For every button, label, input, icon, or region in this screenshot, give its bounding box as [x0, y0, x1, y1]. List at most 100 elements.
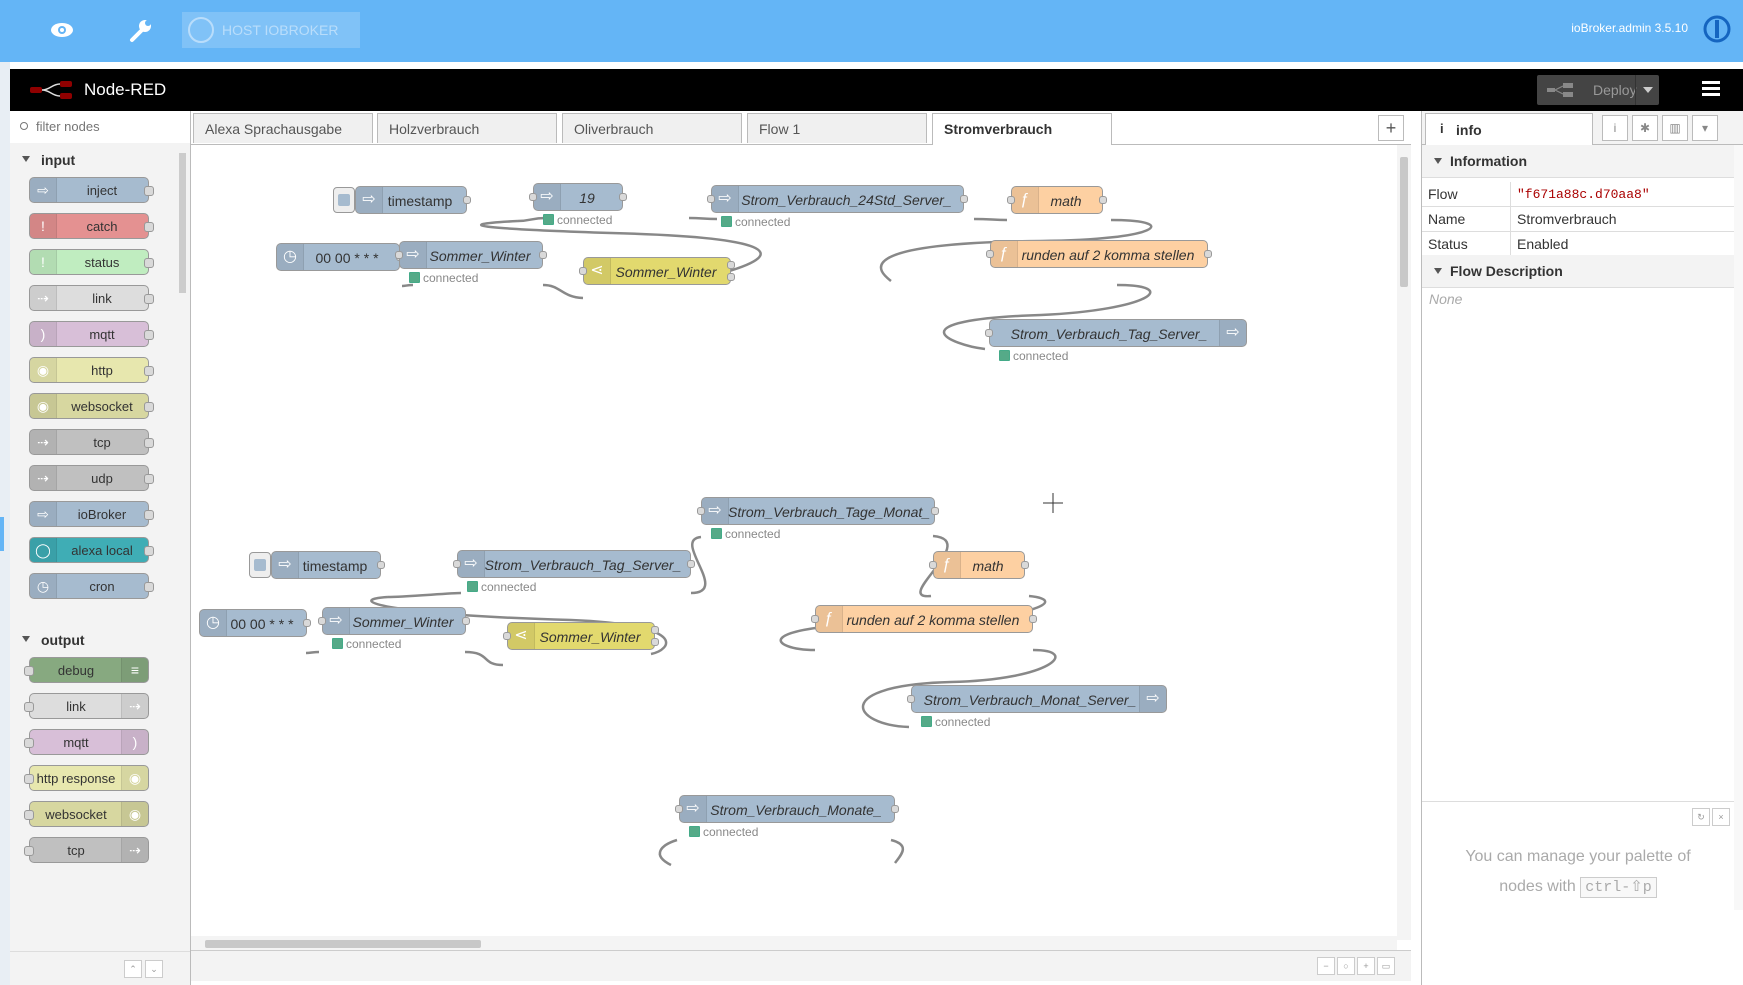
inject-trigger-button[interactable] — [333, 187, 355, 213]
palette-node-link[interactable]: ⇢link — [29, 285, 154, 311]
info-tab-icon[interactable]: i — [1602, 115, 1628, 141]
close-icon[interactable]: × — [1712, 808, 1730, 826]
output-port[interactable] — [1099, 196, 1107, 204]
dashboard-chart-icon[interactable]: ▥ — [1662, 115, 1688, 141]
navigator-icon[interactable]: ▭ — [1377, 957, 1395, 975]
output-port[interactable] — [891, 805, 899, 813]
input-port[interactable] — [529, 193, 537, 201]
iobroker-logo-icon[interactable] — [1702, 14, 1732, 44]
add-tab-icon[interactable]: + — [1378, 115, 1404, 141]
input-port[interactable] — [675, 805, 683, 813]
input-port[interactable] — [579, 267, 587, 275]
output-port[interactable] — [462, 617, 470, 625]
output-port[interactable] — [1204, 250, 1212, 258]
palette-node-debug[interactable]: ≡debug — [24, 657, 149, 683]
flow-node-inject[interactable]: ⇨timestamp — [355, 186, 471, 214]
palette-node-inject[interactable]: ⇨inject — [29, 177, 154, 203]
flow-node-cron[interactable]: ◷00 00 * * * — [276, 243, 404, 271]
flow-node-inject[interactable]: ⇨timestamp — [271, 551, 385, 579]
palette-node-tcp[interactable]: ⇢tcp — [24, 837, 149, 863]
flow-node-switch[interactable]: ⋖Sommer_Winter — [503, 622, 659, 650]
filter-nodes-input[interactable] — [34, 118, 178, 135]
input-port[interactable] — [985, 329, 993, 337]
palette-node-iobroker[interactable]: ⇨ioBroker — [29, 501, 154, 527]
output-port[interactable] — [687, 560, 695, 568]
expand-all-icon[interactable]: ⌄ — [145, 960, 163, 978]
output-port[interactable] — [377, 561, 385, 569]
output-port[interactable] — [539, 251, 547, 259]
input-port[interactable] — [929, 561, 937, 569]
wrench-icon[interactable] — [120, 12, 160, 48]
input-port[interactable] — [811, 615, 819, 623]
eye-icon[interactable] — [42, 12, 82, 48]
tab-holzverbrauch[interactable]: Holzverbrauch — [377, 113, 557, 143]
palette-node-catch[interactable]: !catch — [29, 213, 154, 239]
flow-node-iob-in[interactable]: ⇨Strom_Verbrauch_Monate_ — [675, 795, 899, 823]
host-button[interactable]: HOST IOBROKER — [182, 12, 360, 48]
output-port[interactable] — [960, 195, 968, 203]
input-port[interactable] — [707, 195, 715, 203]
palette-node-mqtt[interactable]: )mqtt — [24, 729, 149, 755]
input-port[interactable] — [697, 507, 705, 515]
output-port[interactable] — [931, 507, 939, 515]
palette-node-tcp[interactable]: ⇢tcp — [29, 429, 154, 455]
zoom-reset-icon[interactable]: ○ — [1337, 957, 1355, 975]
tab-alexa-sprachausgabe[interactable]: Alexa Sprachausgabe — [193, 113, 373, 143]
flow-node-iob-in[interactable]: ⇨19 — [529, 183, 627, 211]
flow-node-iob-out[interactable]: ⇨Strom_Verbrauch_Monat_Server_ — [907, 685, 1167, 713]
deploy-button[interactable]: Deploy — [1537, 75, 1659, 105]
output-port[interactable] — [1021, 561, 1029, 569]
flow-node-iob-in[interactable]: ⇨Strom_Verbrauch_Tag_Server_ — [453, 550, 695, 578]
palette-node-websocket[interactable]: ◉websocket — [29, 393, 154, 419]
input-port[interactable] — [503, 632, 511, 640]
palette-scrollbar[interactable] — [175, 143, 190, 943]
palette-node-mqtt[interactable]: )mqtt — [29, 321, 154, 347]
output-port[interactable] — [619, 193, 627, 201]
palette-node-cron[interactable]: ◷cron — [29, 573, 154, 599]
refresh-icon[interactable]: ↻ — [1692, 808, 1710, 826]
information-section-header[interactable]: Information — [1422, 145, 1734, 178]
palette-node-alexa-local[interactable]: ◯alexa local — [29, 537, 154, 563]
input-port[interactable] — [907, 695, 915, 703]
zoom-out-icon[interactable]: − — [1317, 957, 1335, 975]
input-port[interactable] — [318, 617, 326, 625]
debug-bug-icon[interactable]: ✱ — [1632, 115, 1658, 141]
canvas-vertical-scrollbar[interactable] — [1397, 145, 1411, 940]
input-port[interactable] — [453, 560, 461, 568]
tab-stromverbrauch[interactable]: Stromverbrauch — [932, 113, 1112, 145]
collapse-all-icon[interactable]: ⌃ — [124, 960, 142, 978]
flow-node-iob-in[interactable]: ⇨Sommer_Winter — [318, 607, 470, 635]
tab-flow-1[interactable]: Flow 1 — [747, 113, 927, 143]
flow-node-switch[interactable]: ⋖Sommer_Winter — [579, 257, 735, 285]
output-port[interactable] — [303, 619, 311, 627]
flow-node-iob-in[interactable]: ⇨Strom_Verbrauch_Tage_Monat_ — [697, 497, 939, 525]
output-port[interactable] — [727, 261, 735, 269]
input-port[interactable] — [986, 250, 994, 258]
inject-trigger-button[interactable] — [249, 552, 271, 578]
palette-node-websocket[interactable]: ◉websocket — [24, 801, 149, 827]
palette-node-http[interactable]: ◉http — [29, 357, 154, 383]
input-port[interactable] — [395, 251, 403, 259]
tab-oliverbrauch[interactable]: Oliverbrauch — [562, 113, 742, 143]
palette-category-input[interactable]: input — [10, 143, 175, 177]
flow-description-section-header[interactable]: Flow Description — [1422, 255, 1734, 288]
output-port[interactable] — [651, 626, 659, 634]
canvas-horizontal-scrollbar[interactable] — [191, 936, 1397, 950]
input-port[interactable] — [1007, 196, 1015, 204]
flow-node-iob-in[interactable]: ⇨Strom_Verbrauch_24Std_Server_ — [707, 185, 968, 213]
output-port[interactable] — [727, 273, 735, 281]
palette-node-link[interactable]: ⇢link — [24, 693, 149, 719]
zoom-in-icon[interactable]: + — [1357, 957, 1375, 975]
hamburger-menu-icon[interactable] — [1702, 81, 1720, 97]
sidebar-menu-caret-icon[interactable]: ▾ — [1692, 115, 1718, 141]
palette-node-status[interactable]: !status — [29, 249, 154, 275]
output-port[interactable] — [463, 196, 471, 204]
flow-node-iob-out[interactable]: ⇨Strom_Verbrauch_Tag_Server_ — [985, 319, 1247, 347]
flow-node-iob-in[interactable]: ⇨Sommer_Winter — [395, 241, 547, 269]
output-port[interactable] — [651, 638, 659, 646]
